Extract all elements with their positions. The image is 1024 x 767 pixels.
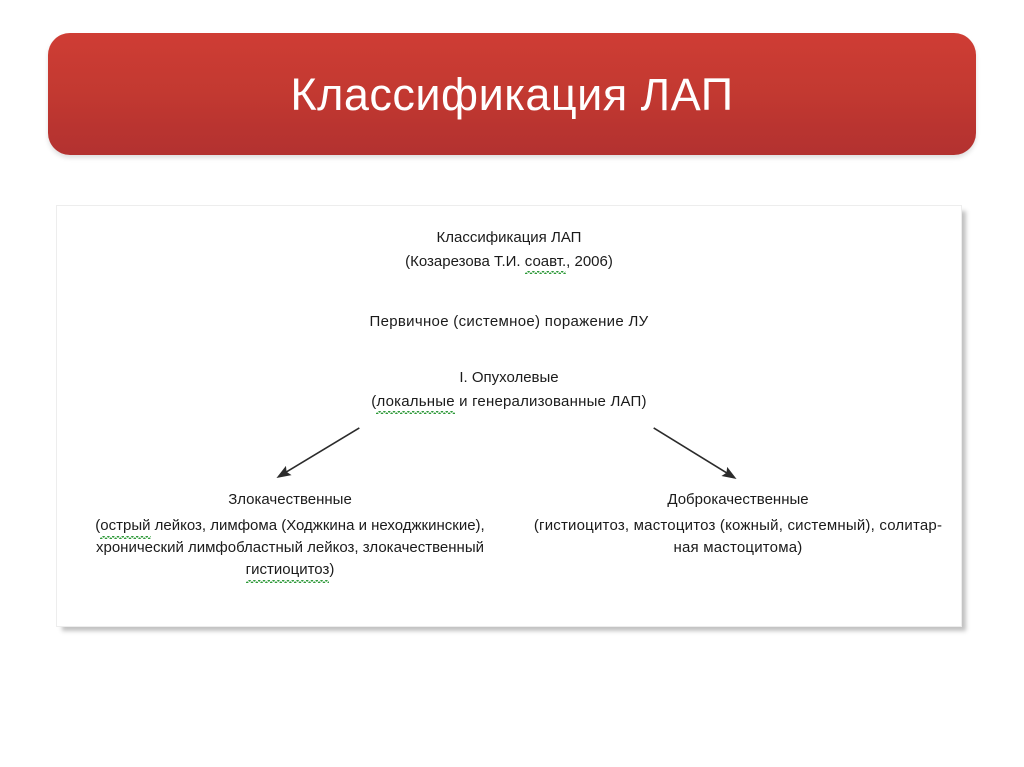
diagram-author-suffix: , 2006)	[566, 253, 613, 270]
diagram-title-line2: (Козарезова Т.И. соавт., 2006)	[57, 251, 961, 274]
branch-malignant-line1: (острый лейкоз, лимфома (Ходжкина и нехо…	[55, 515, 525, 539]
branch-benign-heading: Доброкачественные	[667, 491, 809, 508]
diagram-author-prefix: (Козарезова Т.И.	[405, 253, 525, 270]
page-title: Классификация ЛАП	[290, 68, 734, 120]
slide-header-banner: Классификация ЛАП	[48, 33, 976, 155]
spellcheck-word-gistiotsitoz: гистиоцитоз	[245, 559, 329, 583]
arrow-to-malignant	[276, 427, 360, 478]
section-subheading-tumorous: (локальные и генерализованные ЛАП)	[57, 391, 961, 414]
spellcheck-word-ostryy: острый	[100, 515, 151, 539]
primary-lesion-label: Первичное (системное) поражение ЛУ	[369, 313, 649, 330]
branch-benign: Доброкачественные (гистиоцитоз, мастоцит…	[512, 489, 964, 559]
branch-malignant-line3: гистиоцитоз)	[55, 559, 525, 583]
diagram-title-line1: Классификация ЛАП	[436, 229, 582, 246]
classification-diagram: Классификация ЛАП (Козарезова Т.И. соавт…	[57, 206, 961, 626]
spellcheck-word-lokalnye: локальные	[376, 393, 456, 414]
branch-malignant-line1-rest: лейкоз, лимфома (Ходжкина и неходжкински…	[150, 517, 485, 534]
branch-malignant-heading: Злокачественные	[228, 491, 352, 508]
branch-malignant: Злокачественные (острый лейкоз, лимфома …	[55, 489, 525, 583]
paren-open-left: (	[95, 517, 101, 534]
branch-benign-line2: ная мастоцитома)	[673, 539, 803, 556]
slide-content-panel: Классификация ЛАП (Козарезова Т.И. соавт…	[56, 205, 962, 627]
branch-malignant-line2: хронический лимфобластный лейкоз, злокач…	[96, 539, 484, 556]
section-subheading-rest: и генерализованные ЛАП)	[454, 393, 647, 410]
spellcheck-word-soavt: соавт.	[524, 253, 567, 274]
branch-malignant-body: (острый лейкоз, лимфома (Ходжкина и нехо…	[55, 515, 525, 583]
branch-benign-body: (гистиоцитоз, мастоцитоз (кожный, систем…	[512, 515, 964, 559]
section-heading-tumorous: I. Опухолевые	[459, 369, 559, 386]
branch-benign-line1: (гистиоцитоз, мастоцитоз (кожный, систем…	[533, 517, 943, 534]
paren-close-left: )	[329, 561, 335, 578]
paren-open: (	[371, 393, 377, 410]
arrow-to-benign	[653, 427, 737, 479]
